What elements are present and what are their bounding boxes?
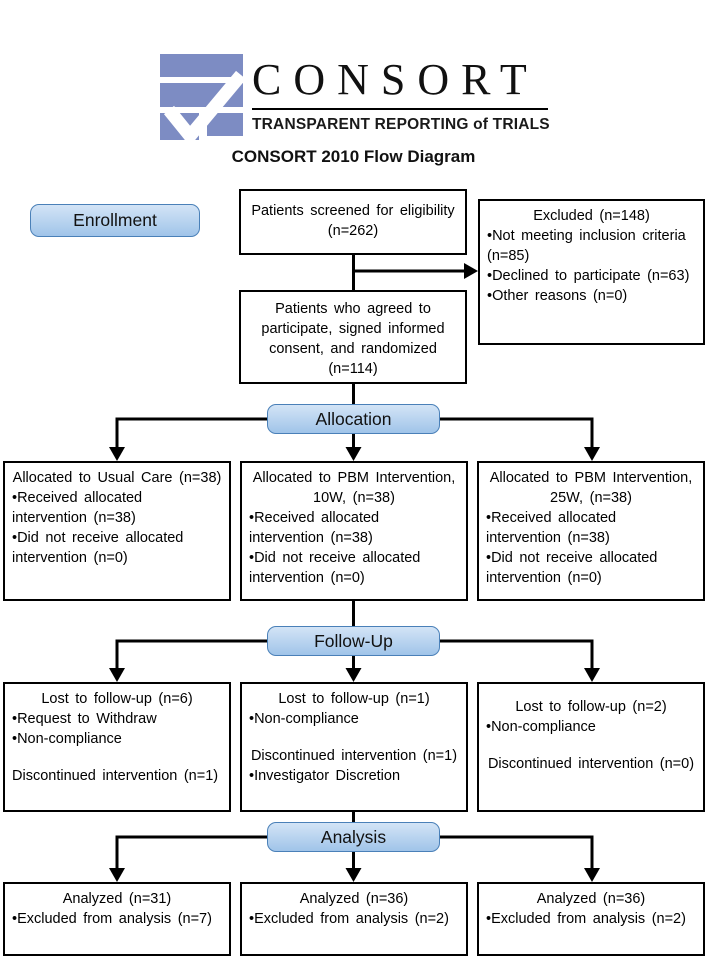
followup-title: Lost to follow-up (n=2) [515,699,667,715]
arrowhead-alloc-mid [345,447,362,461]
followup-title: Lost to follow-up (n=1) [278,691,430,707]
followup-bullet: •Request to Withdraw [12,711,157,727]
arrowhead-analysis-mid [345,868,362,882]
allocation-title: Allocated to Usual Care (n=38) [12,470,222,486]
arrowhead-alloc-right [584,447,600,461]
brand-rule [252,108,548,110]
box-excluded: Excluded (n=148) •Not meeting inclusion … [478,199,705,345]
analysis-title: Analyzed (n=36) [536,891,646,907]
box-analyzed-pbm-25w: Analyzed (n=36) •Excluded from analysis … [477,882,705,956]
arrowhead-followup-mid [345,668,362,682]
allocation-bullet: •Received allocated intervention (n=38) [12,490,143,526]
arrowhead-alloc-left [109,447,125,461]
stage-label-allocation: Allocation [267,404,440,434]
arrowhead-excluded [464,263,478,279]
randomized-text: Patients who agreed to participate, sign… [261,301,445,377]
followup-bullet: •Non-compliance [249,711,359,727]
logo-bar-top [160,54,243,77]
consort-checkmark-logo-icon [160,54,243,140]
analysis-bullet: •Excluded from analysis (n=7) [12,911,212,927]
followup-title: Lost to follow-up (n=6) [41,691,193,707]
allocation-bullet: •Did not receive allocated intervention … [486,550,658,586]
stage-label-analysis: Analysis [267,822,440,852]
box-followup-pbm-10w: Lost to follow-up (n=1) •Non-compliance … [240,682,468,812]
brand-block: CONSORT TRANSPARENT REPORTING of TRIALS [252,55,552,134]
followup-bullet: •Investigator Discretion [249,768,401,784]
arrowhead-analysis-left [109,868,125,882]
box-screened: Patients screened for eligibility (n=262… [239,189,467,255]
excluded-bullet: •Other reasons (n=0) [487,288,628,304]
allocation-bullet: •Did not receive allocated intervention … [249,550,421,586]
followup-discontinued: Discontinued intervention (n=1) [250,748,458,764]
allocation-bullet: •Did not receive allocated intervention … [12,530,184,566]
arrowhead-followup-right [584,668,600,682]
excluded-bullet: •Not meeting inclusion criteria (n=85) [487,228,686,264]
allocation-bullet: •Received allocated intervention (n=38) [486,510,617,546]
box-analyzed-pbm-10w: Analyzed (n=36) •Excluded from analysis … [240,882,468,956]
allocation-title: Allocated to PBM Intervention, 10W, (n=3… [252,470,456,506]
arrowheads [109,263,600,882]
logo-checkmark [163,70,243,140]
stage-label-enrollment: Enrollment [30,204,200,237]
box-followup-usual-care: Lost to follow-up (n=6) •Request to With… [3,682,231,812]
box-analyzed-usual-care: Analyzed (n=31) •Excluded from analysis … [3,882,231,956]
box-randomized: Patients who agreed to participate, sign… [239,290,467,384]
box-followup-pbm-25w: Lost to follow-up (n=2) •Non-compliance … [477,682,705,812]
excluded-bullet: •Declined to participate (n=63) [487,268,690,284]
analysis-title: Analyzed (n=31) [62,891,172,907]
followup-bullet: •Non-compliance [486,719,596,735]
logo-bar-bottom-right [207,113,243,136]
box-allocated-usual-care: Allocated to Usual Care (n=38) •Received… [3,461,231,601]
arrowhead-followup-left [109,668,125,682]
analysis-bullet: •Excluded from analysis (n=2) [486,911,686,927]
box-allocated-pbm-25w: Allocated to PBM Intervention, 25W, (n=3… [477,461,705,601]
analysis-title: Analyzed (n=36) [299,891,409,907]
brand-name: CONSORT [252,55,539,104]
followup-bullet: •Non-compliance [12,731,122,747]
analysis-bullet: •Excluded from analysis (n=2) [249,911,449,927]
followup-discontinued: Discontinued intervention (n=0) [487,756,695,772]
allocation-bullet: •Received allocated intervention (n=38) [249,510,380,546]
screened-text: Patients screened for eligibility (n=262… [251,203,455,239]
allocation-title: Allocated to PBM Intervention, 25W, (n=3… [489,470,693,506]
followup-discontinued: Discontinued intervention (n=1) [12,768,219,784]
stage-label-followup: Follow-Up [267,626,440,656]
excluded-title: Excluded (n=148) [533,208,650,224]
box-allocated-pbm-10w: Allocated to PBM Intervention, 10W, (n=3… [240,461,468,601]
brand-tagline: TRANSPARENT REPORTING of TRIALS [252,116,550,133]
diagram-title: CONSORT 2010 Flow Diagram [231,147,476,166]
arrowhead-analysis-right [584,868,600,882]
